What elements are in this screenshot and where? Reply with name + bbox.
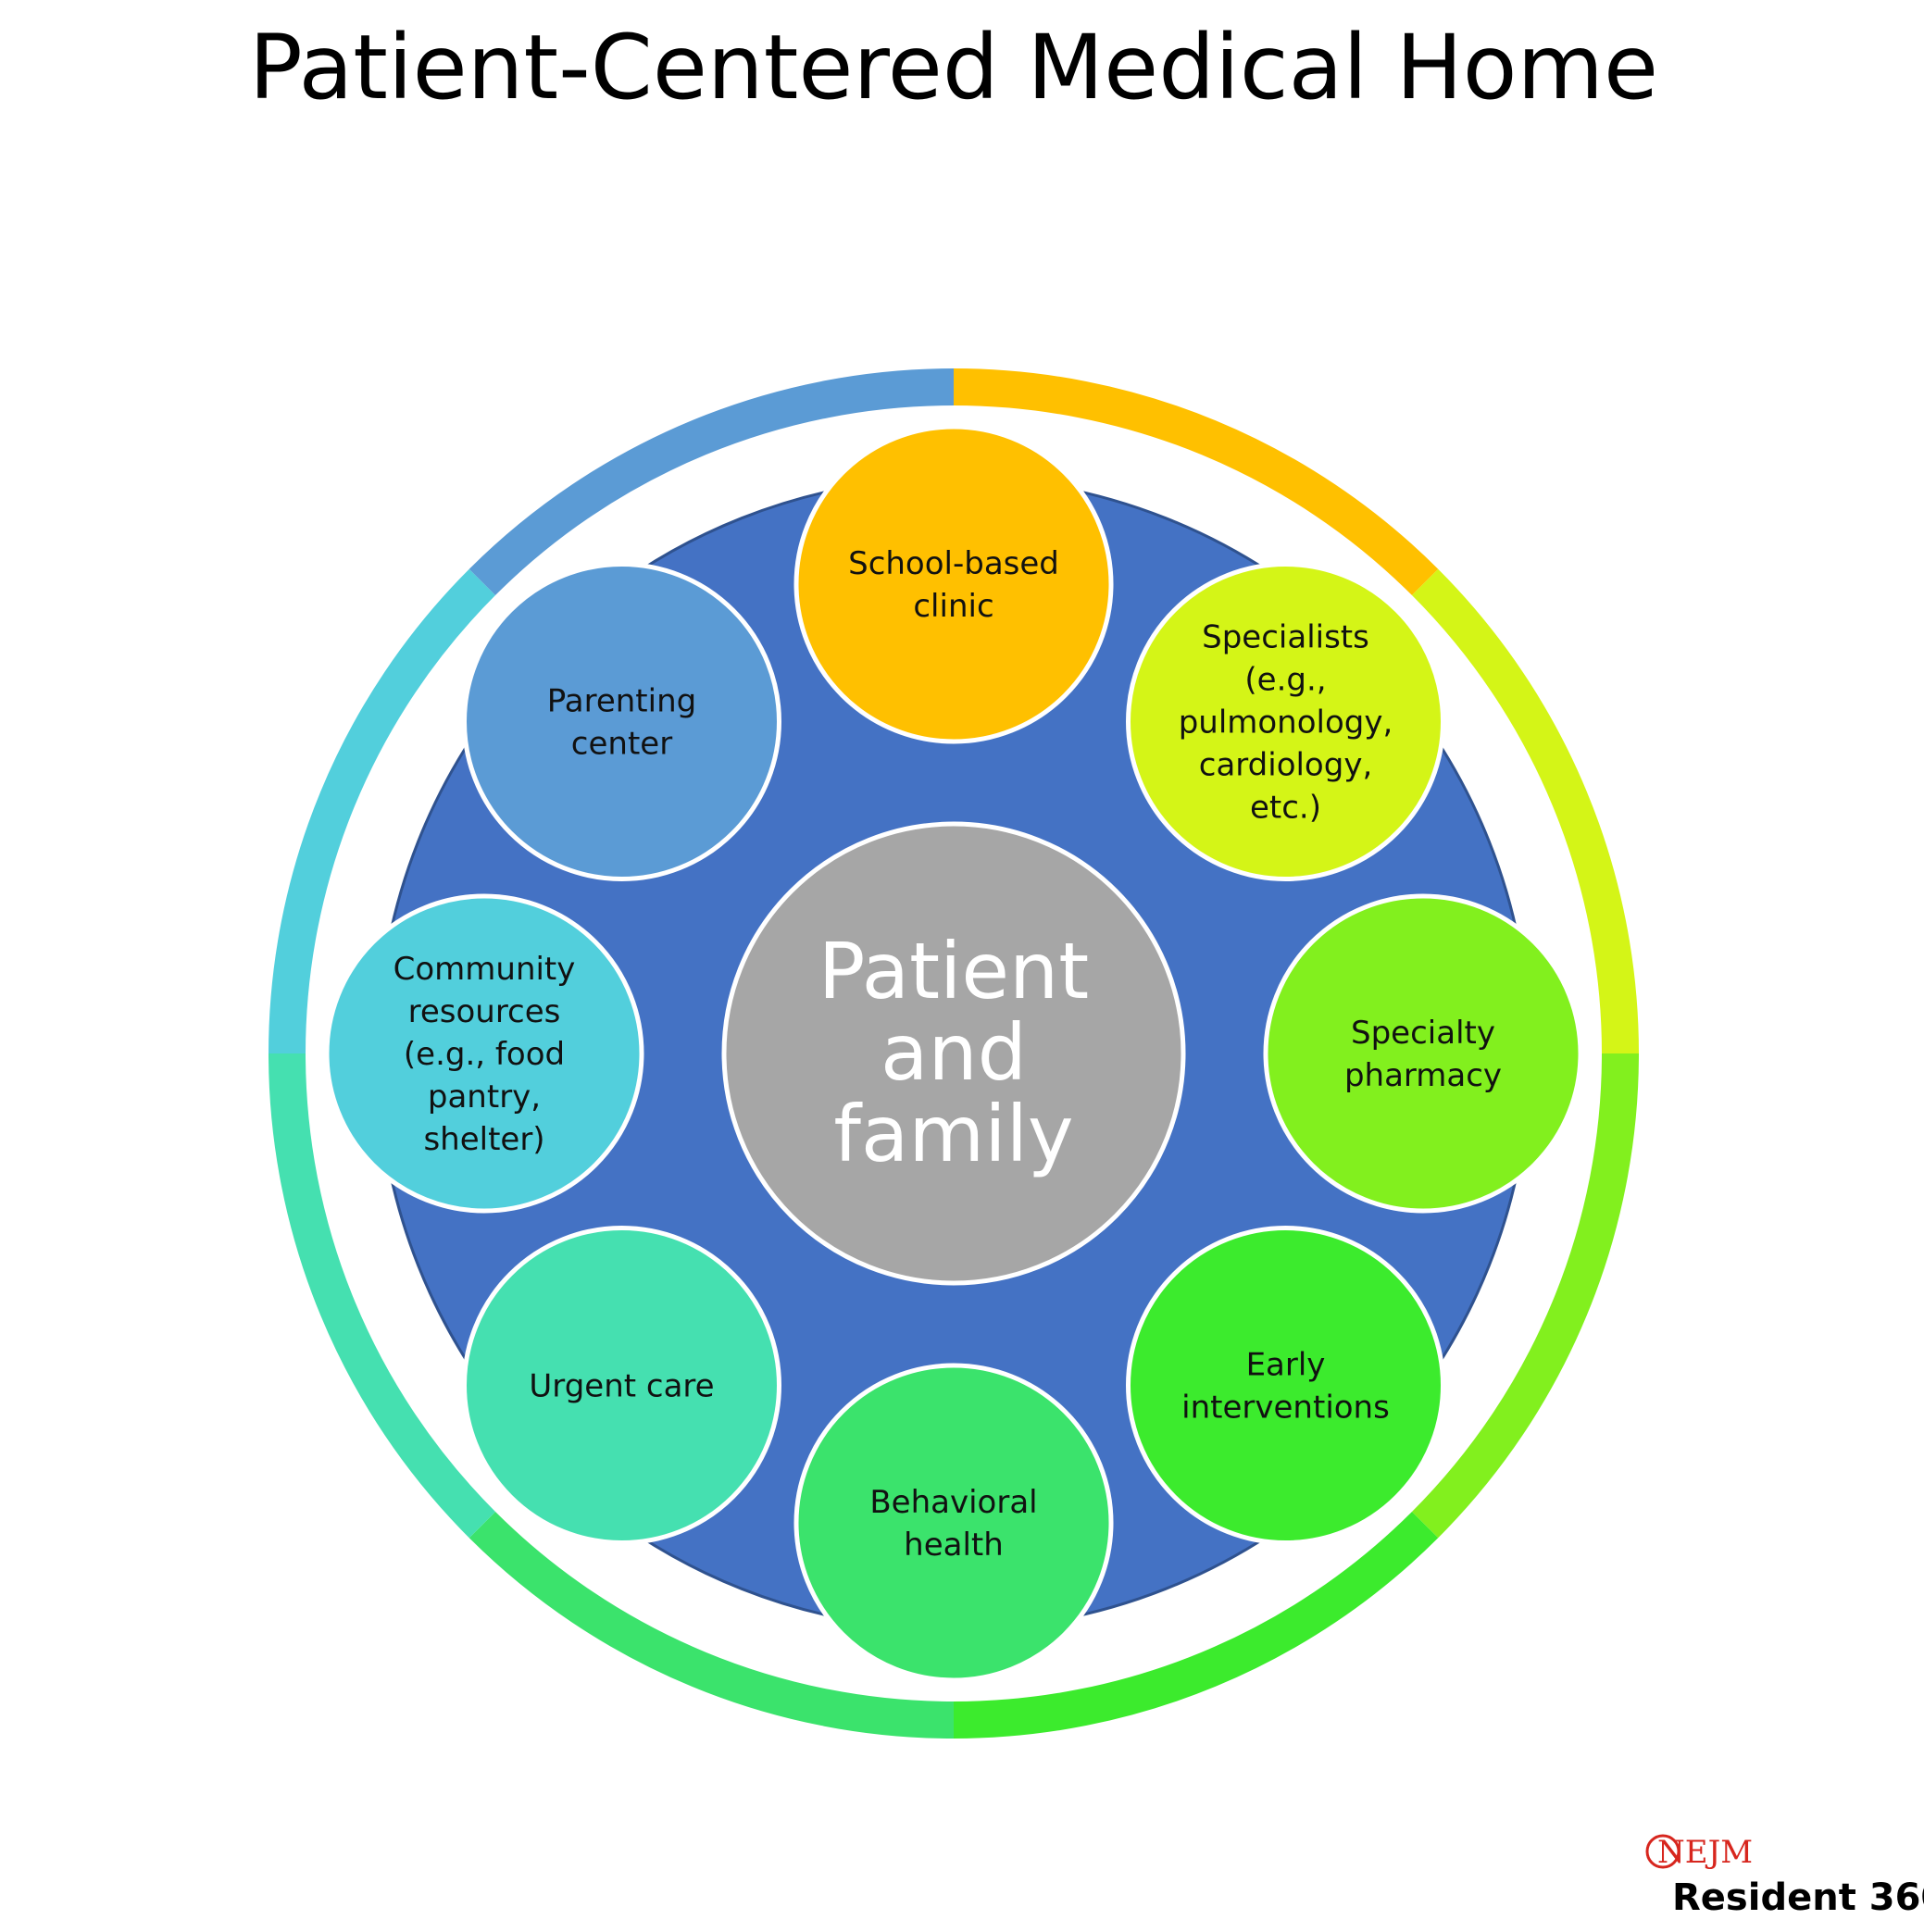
- ring-arc-community-resources: [269, 568, 496, 1054]
- node-label-line: center: [571, 725, 672, 762]
- center-label-line: Patient: [818, 926, 1089, 1016]
- node-label-line: cardiology,: [1199, 746, 1373, 783]
- ring-arc-specialists: [1411, 568, 1639, 1054]
- center-label-line: and: [881, 1007, 1027, 1098]
- node-label-parenting-center: Parenting center: [547, 682, 696, 762]
- ring-arc-specialty-pharmacy: [1411, 1053, 1639, 1539]
- node-label-line: School-based: [848, 545, 1059, 582]
- center-circle: [721, 821, 1186, 1286]
- ring-arc-school-based-clinic: [953, 368, 1439, 596]
- node-behavioral-health: Behavioral health: [793, 1363, 1114, 1683]
- nejm-resident-360-logo: NEJM Resident 360: [1645, 1834, 1924, 1919]
- node-urgent-care: Urgent care: [461, 1226, 781, 1546]
- node-community-resources: Community resources (e.g., food pantry, shel…: [324, 893, 644, 1214]
- node-label-line: interventions: [1181, 1390, 1390, 1427]
- node-label-line: Specialty: [1351, 1015, 1495, 1052]
- node-label-line: pulmonology,: [1179, 704, 1393, 741]
- node-label-behavioral-health: Behavioral health: [869, 1484, 1037, 1564]
- node-specialists: Specialists (e.g., pulmonology, cardiology,…: [1126, 561, 1446, 881]
- ring-arc-urgent-care: [269, 1053, 496, 1539]
- node-circle-behavioral-health: [793, 1363, 1114, 1683]
- node-circle-school-based-clinic: [793, 424, 1114, 744]
- logo-mark: NEJM: [1657, 1834, 1753, 1871]
- center-label-line: family: [833, 1089, 1073, 1179]
- node-label-line: Urgent care: [529, 1368, 714, 1405]
- node-label-school-based-clinic: School-based clinic: [848, 545, 1059, 625]
- node-circle-specialists: [1126, 561, 1446, 881]
- nejm-logo-mark-icon: [1645, 1834, 1680, 1869]
- ring-arc-early-interventions: [953, 1511, 1439, 1739]
- node-specialty-pharmacy: Specialty pharmacy: [1263, 893, 1583, 1214]
- node-label-early-interventions: Early interventions: [1181, 1347, 1390, 1427]
- node-school-based-clinic: School-based clinic: [793, 424, 1114, 744]
- node-label-line: pantry,: [428, 1078, 541, 1116]
- node-label-line: etc.): [1250, 789, 1321, 826]
- node-label-urgent-care: Urgent care: [529, 1368, 714, 1405]
- node-circle-urgent-care: [461, 1226, 781, 1546]
- node-label-line: Early: [1246, 1347, 1326, 1384]
- node-label-line: Community: [394, 951, 576, 988]
- node-label-specialists: Specialists (e.g., pulmonology, cardiology,…: [1179, 618, 1393, 826]
- node-circle-parenting-center: [461, 561, 781, 881]
- node-circle-early-interventions: [1126, 1226, 1446, 1546]
- ring-arc-parenting-center: [469, 368, 955, 596]
- page-title: Patient-Centered Medical Home: [249, 16, 1658, 119]
- node-label-line: Behavioral: [869, 1484, 1037, 1521]
- node-label-line: health: [904, 1527, 1004, 1564]
- node-label-line: Parenting: [547, 682, 696, 719]
- node-label-line: clinic: [913, 588, 993, 625]
- ring-arcs: [269, 368, 1639, 1739]
- node-circle-community-resources: [324, 893, 644, 1214]
- node-circle-specialty-pharmacy: [1263, 893, 1583, 1214]
- node-parenting-center: Parenting center: [461, 561, 781, 881]
- node-label-specialty-pharmacy: Specialty pharmacy: [1344, 1015, 1502, 1094]
- node-label-line: pharmacy: [1344, 1057, 1502, 1094]
- logo-text: Resident 360: [1672, 1876, 1924, 1919]
- node-label-community-resources: Community resources (e.g., food pantry, shel…: [394, 951, 576, 1158]
- node-label-line: (e.g., food: [404, 1036, 565, 1073]
- ring-arc-behavioral-health: [469, 1511, 955, 1739]
- node-label-line: shelter): [423, 1121, 544, 1158]
- node-label-line: Specialists: [1202, 618, 1369, 655]
- node-label-line: resources: [408, 993, 561, 1030]
- node-label-line: (e.g.,: [1244, 661, 1326, 698]
- node-early-interventions: Early interventions: [1126, 1226, 1446, 1546]
